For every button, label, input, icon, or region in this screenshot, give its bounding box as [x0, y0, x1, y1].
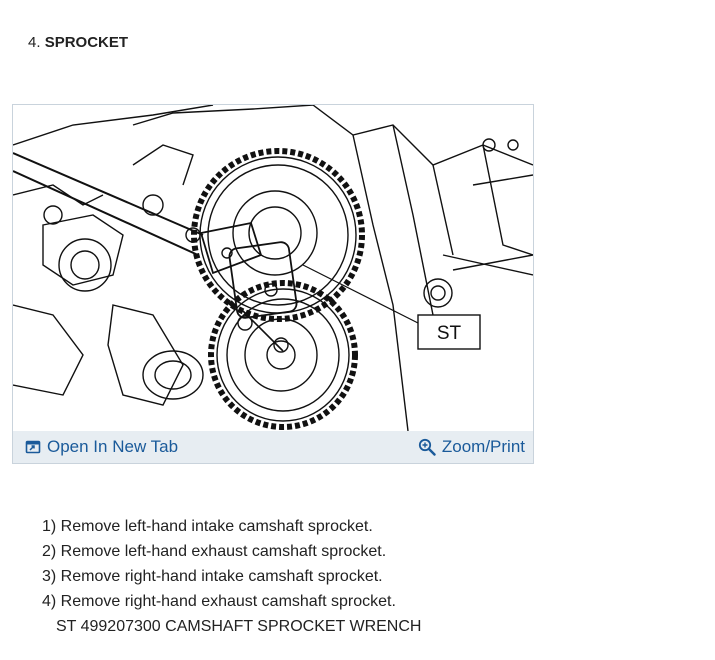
steps-list: 1) Remove left-hand intake camshaft spro… — [42, 514, 421, 639]
sprocket-illustration[interactable]: ST — [13, 105, 533, 431]
open-in-new-tab-icon — [25, 440, 41, 454]
figure-toolbar: Open In New Tab Zoom/Print — [13, 431, 533, 463]
section-number: 4. — [28, 34, 41, 51]
list-item: 1) Remove left-hand intake camshaft spro… — [42, 518, 373, 535]
figure-panel: ST Open In New Tab Zoom/Print — [12, 104, 534, 464]
callout-label: ST — [437, 323, 462, 344]
list-item: 2) Remove left-hand exhaust camshaft spr… — [42, 543, 387, 560]
magnifier-zoom-icon — [418, 438, 436, 456]
open-in-new-tab-label: Open In New Tab — [47, 437, 179, 456]
list-item: 4) Remove right-hand exhaust camshaft sp… — [42, 593, 396, 610]
tool-note: ST 499207300 CAMSHAFT SPROCKET WRENCH — [56, 618, 422, 635]
zoom-print-link[interactable]: Zoom/Print — [418, 437, 525, 457]
section-title: SPROCKET — [44, 34, 129, 51]
zoom-print-label: Zoom/Print — [441, 437, 525, 456]
list-item: 3) Remove right-hand intake camshaft spr… — [42, 568, 383, 585]
open-in-new-tab-link[interactable]: Open In New Tab — [25, 437, 178, 457]
section-heading: 4. SPROCKET — [28, 34, 128, 51]
